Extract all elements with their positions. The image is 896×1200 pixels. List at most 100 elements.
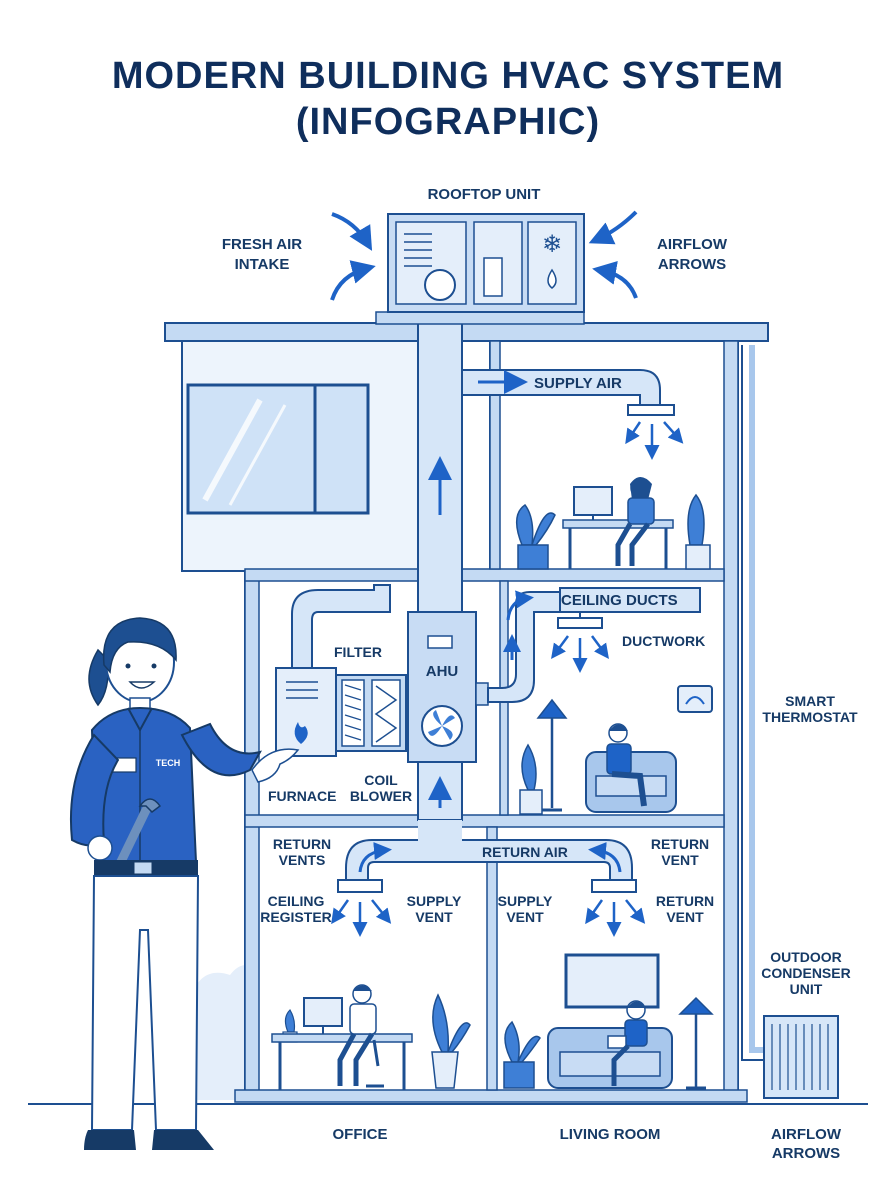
technician: TECH xyxy=(69,617,300,1150)
airflow-arrow xyxy=(588,210,638,245)
supply-diffuser-top xyxy=(627,404,675,416)
diffuser-arrow xyxy=(590,635,609,660)
filter-mesh xyxy=(344,684,362,741)
supply-vent-b-label-1: SUPPLY xyxy=(498,893,553,909)
smart-thermostat xyxy=(677,685,713,713)
smart-thermostat-label-1: SMART xyxy=(785,693,835,709)
ahu-display xyxy=(427,635,453,649)
living-room-label: LIVING ROOM xyxy=(560,1126,661,1143)
furnace xyxy=(275,667,337,757)
vent-arrow xyxy=(625,899,646,924)
ceiling-duct xyxy=(559,587,701,613)
return-arrow-left xyxy=(358,842,392,873)
window xyxy=(186,383,370,515)
ceiling-ducts-label: CEILING DUCTS xyxy=(561,592,678,609)
furnace-label: FURNACE xyxy=(268,788,336,804)
furnace-louvers xyxy=(286,681,318,699)
office-room xyxy=(271,984,471,1090)
tech-badge-label: TECH xyxy=(156,758,181,768)
rooftop-base xyxy=(375,311,585,325)
refrigerant-line-outer xyxy=(741,345,765,1061)
return-air-label: RETURN AIR xyxy=(482,844,568,860)
title-line-1: MODERN BUILDING HVAC SYSTEM xyxy=(112,55,784,97)
floor-slab-2 xyxy=(244,568,725,582)
diffuser-arrow xyxy=(625,421,642,445)
thermostat-dial xyxy=(685,696,705,705)
supply-vent-b-label-2: VENT xyxy=(506,909,544,925)
fan-blades xyxy=(428,710,455,740)
return-vent-b-label-2: VENT xyxy=(666,909,704,925)
window-glare-2 xyxy=(228,404,287,506)
diffuser-arrow xyxy=(551,635,570,660)
supply-air-label: SUPPLY AIR xyxy=(534,375,622,392)
hair xyxy=(102,617,177,674)
left-hand xyxy=(87,835,113,861)
filter-label: FILTER xyxy=(334,644,382,660)
fresh-air-label-1: FRESH AIR xyxy=(222,236,302,253)
register-arrow xyxy=(331,899,350,925)
coil-zigzag xyxy=(374,685,398,743)
ahu-label: AHU xyxy=(426,663,459,680)
rtu-louvers xyxy=(404,233,432,267)
smart-thermostat-label-2: THERMOSTAT xyxy=(762,709,858,725)
blower-label: BLOWER xyxy=(350,788,412,804)
belt-buckle xyxy=(133,861,153,875)
ceiling-register-label-1: CEILING xyxy=(268,893,325,909)
return-duct-upper xyxy=(291,584,391,671)
airflow-top-label-1: AIRFLOW xyxy=(657,236,728,253)
diffuser-arrow xyxy=(663,421,684,444)
right-hand xyxy=(251,748,300,783)
flame-icon xyxy=(294,722,308,744)
office-label: OFFICE xyxy=(333,1126,388,1143)
right-wall xyxy=(723,340,739,1097)
eye xyxy=(125,663,131,669)
rtu-panel-right xyxy=(527,221,577,305)
lower-divider xyxy=(486,826,498,1091)
condenser-grille xyxy=(771,1024,829,1090)
roof-slab xyxy=(164,322,769,342)
upper-divider xyxy=(489,340,501,570)
title-line-2: (INFOGRAPHIC) xyxy=(296,101,600,143)
middle-room-lounge xyxy=(519,698,677,815)
duct-join xyxy=(418,820,462,844)
vent-arrow xyxy=(585,899,604,925)
return-arrow-right xyxy=(588,842,622,873)
return-vent-grille xyxy=(591,879,637,893)
return-vent-a-label-2: VENT xyxy=(661,852,699,868)
riser-arrow xyxy=(506,590,534,621)
right-arm xyxy=(180,722,262,777)
return-vents-label-2: VENTS xyxy=(279,852,326,868)
ahu-outlet xyxy=(475,682,489,706)
rtu-vent xyxy=(483,257,503,297)
rooftop-unit-label: ROOFTOP UNIT xyxy=(428,186,541,203)
rtu-fan-outlet xyxy=(424,269,456,301)
airflow-arrow xyxy=(592,261,638,299)
left-wall xyxy=(244,570,260,1097)
right-shoe xyxy=(152,1130,214,1150)
fresh-air-arrow xyxy=(330,260,376,301)
water-drop-icon xyxy=(547,268,557,289)
snowflake-icon: ❄ xyxy=(542,231,562,258)
airflow-bottom-label-2: ARROWS xyxy=(772,1145,840,1162)
eye xyxy=(151,663,157,669)
airflow-bottom-label-1: AIRFLOW xyxy=(771,1126,842,1143)
shirt xyxy=(90,706,198,863)
refrigerant-line xyxy=(749,345,765,1053)
smile xyxy=(128,681,156,689)
outdoor-label-2: CONDENSER xyxy=(761,965,850,981)
register-arrow xyxy=(371,899,392,924)
return-vent-a-label-1: RETURN xyxy=(651,836,709,852)
airflow-top-label-2: ARROWS xyxy=(658,256,726,273)
wrench-head xyxy=(138,798,162,813)
ceiling-diffuser xyxy=(557,617,603,629)
fresh-air-arrow xyxy=(331,212,373,251)
coil-label: COIL xyxy=(364,772,398,788)
ceiling-register xyxy=(337,879,383,893)
outdoor-label-3: UNIT xyxy=(790,981,823,997)
supply-vent-a-label-1: SUPPLY xyxy=(407,893,462,909)
left-shoe xyxy=(84,1130,136,1150)
outdoor-label-1: OUTDOOR xyxy=(770,949,842,965)
return-vents-label-1: RETURN xyxy=(273,836,331,852)
